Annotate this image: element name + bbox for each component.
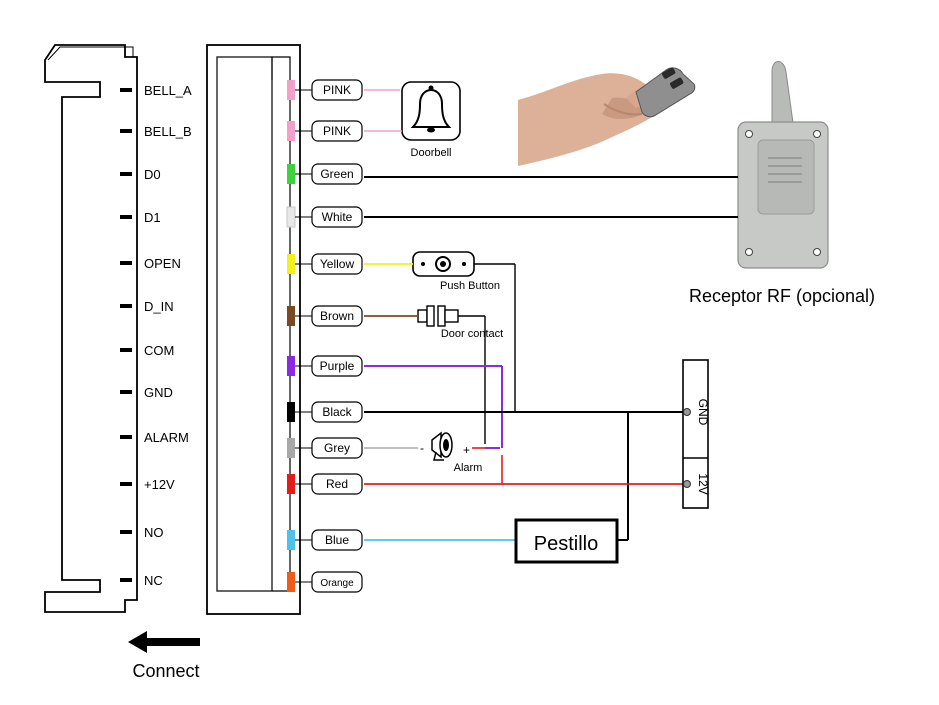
terminal-label: D1: [144, 210, 161, 225]
wire-label-box: [311, 163, 363, 185]
wire-color-swatch: [287, 356, 295, 376]
terminal-pin: [120, 304, 132, 308]
wire-label: PINK: [323, 124, 351, 138]
wire-label-box: [311, 79, 363, 101]
wire-label: White: [322, 210, 353, 224]
wire-label-box: [311, 437, 363, 459]
alarm-icon: [431, 431, 453, 461]
wire-color-swatch: [287, 474, 295, 494]
left-connector: [44, 44, 138, 613]
rf-receiver-icon: [737, 61, 829, 269]
wire-label-box: [311, 529, 363, 551]
wire-color-swatch: [287, 572, 295, 592]
wire-color-swatch: [286, 206, 296, 228]
wire-color-swatch: [287, 530, 295, 550]
power-supply-block: [682, 359, 709, 509]
power-gnd-label: GND: [696, 399, 710, 426]
lock-label: Pestillo: [534, 533, 598, 555]
wire-label: Green: [320, 167, 353, 181]
terminal-label: NO: [144, 525, 164, 540]
wire-label-box: [311, 473, 363, 495]
terminal-pin: [120, 129, 132, 133]
wire-color-swatch: [287, 438, 295, 458]
terminal-label: OPEN: [144, 256, 181, 271]
wire-color-swatch: [287, 164, 295, 184]
wire-color-swatch: [287, 121, 295, 141]
terminal-pin: [120, 390, 132, 394]
wire-label: Purple: [320, 359, 355, 373]
terminal-pin: [120, 435, 132, 439]
terminal-label: D_IN: [144, 299, 174, 314]
door-contact-icon: [417, 305, 459, 327]
terminal-label: BELL_B: [144, 124, 192, 139]
right-connector: [206, 44, 301, 615]
wire-label-box: [311, 355, 363, 377]
terminal-pin: [120, 482, 132, 486]
wire-color-swatch: [287, 306, 295, 326]
power-12v-label: 12V: [696, 473, 710, 494]
terminal-label: NC: [144, 573, 163, 588]
wire-label-box: [311, 571, 363, 593]
terminal-label: +12V: [144, 477, 175, 492]
connect-label: Connect: [132, 661, 199, 681]
doorbell-label: Doorbell: [411, 147, 452, 159]
push-button-label: Push Button: [440, 280, 500, 292]
alarm-label: Alarm: [454, 462, 483, 474]
wire-label-box: [311, 253, 363, 275]
terminal-pin: [120, 530, 132, 534]
push-button-icon: [412, 251, 475, 277]
terminal-label: GND: [144, 385, 173, 400]
wire-color-swatch: [287, 402, 295, 422]
wire-label: Black: [322, 405, 352, 419]
wire-label: Red: [326, 477, 348, 491]
wire-color-swatch: [287, 80, 295, 100]
alarm-plus-label: +: [463, 443, 470, 457]
wire-label: Yellow: [320, 257, 355, 271]
terminal-pin: [120, 348, 132, 352]
wire-label-box: [311, 206, 363, 228]
rf-receiver-label: Receptor RF (opcional): [689, 286, 875, 306]
remote-control-hand-image: [518, 67, 696, 166]
wire-label: PINK: [323, 83, 351, 97]
terminal-label: D0: [144, 167, 161, 182]
door-contact-label: Door contact: [441, 328, 503, 340]
terminal-label: BELL_A: [144, 83, 192, 98]
wire-label-box: [311, 120, 363, 142]
terminal-label: COM: [144, 343, 174, 358]
terminal-pin: [120, 578, 132, 582]
wire-label: Brown: [320, 309, 354, 323]
wiring-lines: [364, 89, 738, 541]
terminal-pin: [120, 261, 132, 265]
wire-label: Orange: [320, 578, 354, 589]
terminal-pin: [120, 215, 132, 219]
wire-label: Grey: [324, 441, 350, 455]
wire-label-box: [311, 401, 363, 423]
terminal-label: ALARM: [144, 430, 189, 445]
wire-label: Blue: [325, 533, 349, 547]
wire-color-swatch: [287, 254, 295, 274]
wire-label-box: [311, 305, 363, 327]
connect-arrow-icon: [128, 631, 200, 653]
doorbell-icon: [401, 81, 461, 141]
lock-box: [514, 518, 619, 564]
terminal-pin: [120, 172, 132, 176]
terminal-pin: [120, 88, 132, 92]
alarm-minus-label: -: [420, 441, 424, 455]
